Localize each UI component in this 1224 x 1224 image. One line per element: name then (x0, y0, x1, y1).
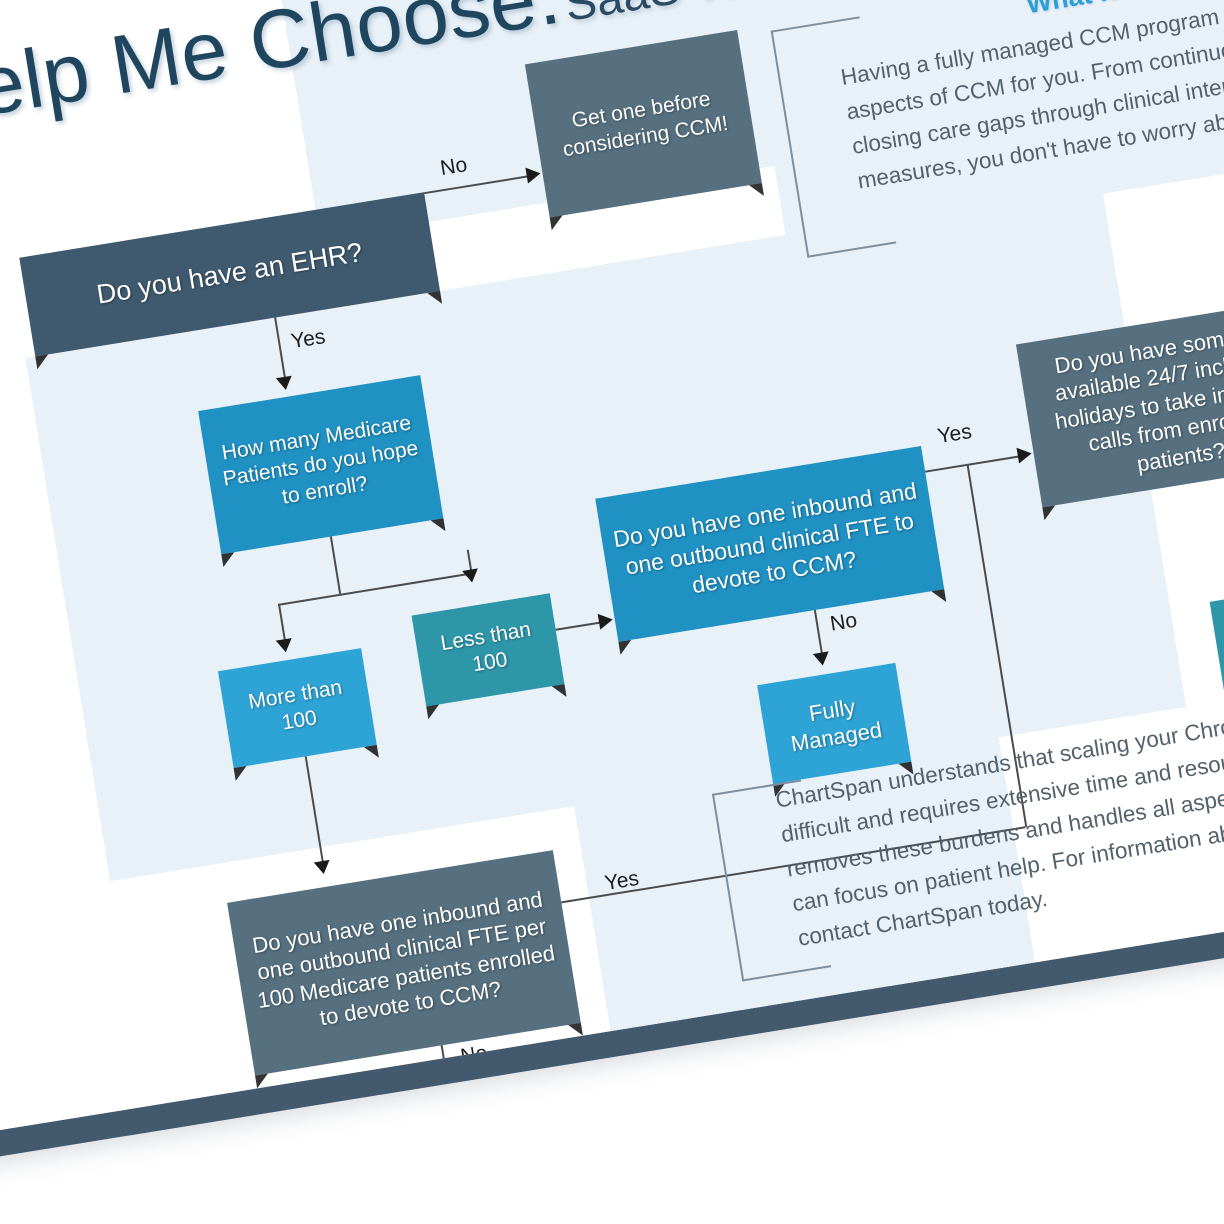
edge-more100-arrow (275, 638, 294, 654)
node-label: Do you have one inbound and one outbound… (250, 886, 557, 1031)
node-label: Do you have someone available 24/7 inclu… (1052, 318, 1224, 477)
node-label: Get one before considering CCM! (561, 87, 730, 161)
bracket-decoration-top (770, 0, 1224, 258)
node-fully-managed-right[interactable]: Fully Managed (1209, 579, 1224, 701)
edge-fte-no-arrow (812, 651, 831, 667)
node-label: More than 100 (246, 675, 344, 735)
sidebar-top-block: What is fully managed CCM? Having a full… (770, 0, 1224, 258)
node-label: Fully Managed (428, 1109, 479, 1132)
poster-inner: Help Me Choose: SaaS vs Fully Managed Ch… (0, 0, 1224, 1132)
node-label: Fully Managed (789, 693, 884, 757)
edge-label-no-bottom: No (458, 1041, 490, 1069)
edge-ehr-no-arrow (525, 165, 542, 184)
node-label: How many Medicare Patients do you hope t… (220, 411, 420, 509)
node-fully-managed-bottom[interactable]: Fully Managed (378, 1078, 533, 1132)
node-label: Less than 100 (439, 617, 533, 677)
edge-fte100-no-arrow (436, 1066, 455, 1083)
edge-fte-yes-arrow (1016, 445, 1033, 464)
edge-label-no-mid: No (828, 608, 859, 636)
edge-label-no-top: No (438, 153, 469, 181)
edge-ehr-yes-arrow (275, 375, 294, 392)
edge-less100-arrow (462, 568, 480, 584)
node-label: Do you have one inbound and one outbound… (611, 477, 919, 599)
node-get-ehr[interactable]: Get one before considering CCM! (524, 30, 762, 218)
node-label: Do you have an EHR? (94, 237, 365, 310)
edge-less100-fte-arrow (597, 611, 615, 630)
node-fte-per-100[interactable]: Do you have one inbound and one outbound… (227, 850, 581, 1076)
infographic-poster: Help Me Choose: SaaS vs Fully Managed Ch… (0, 0, 1224, 1162)
edge-more100-fte100-arrow (313, 859, 332, 876)
edge-fte100-no (440, 1045, 449, 1087)
